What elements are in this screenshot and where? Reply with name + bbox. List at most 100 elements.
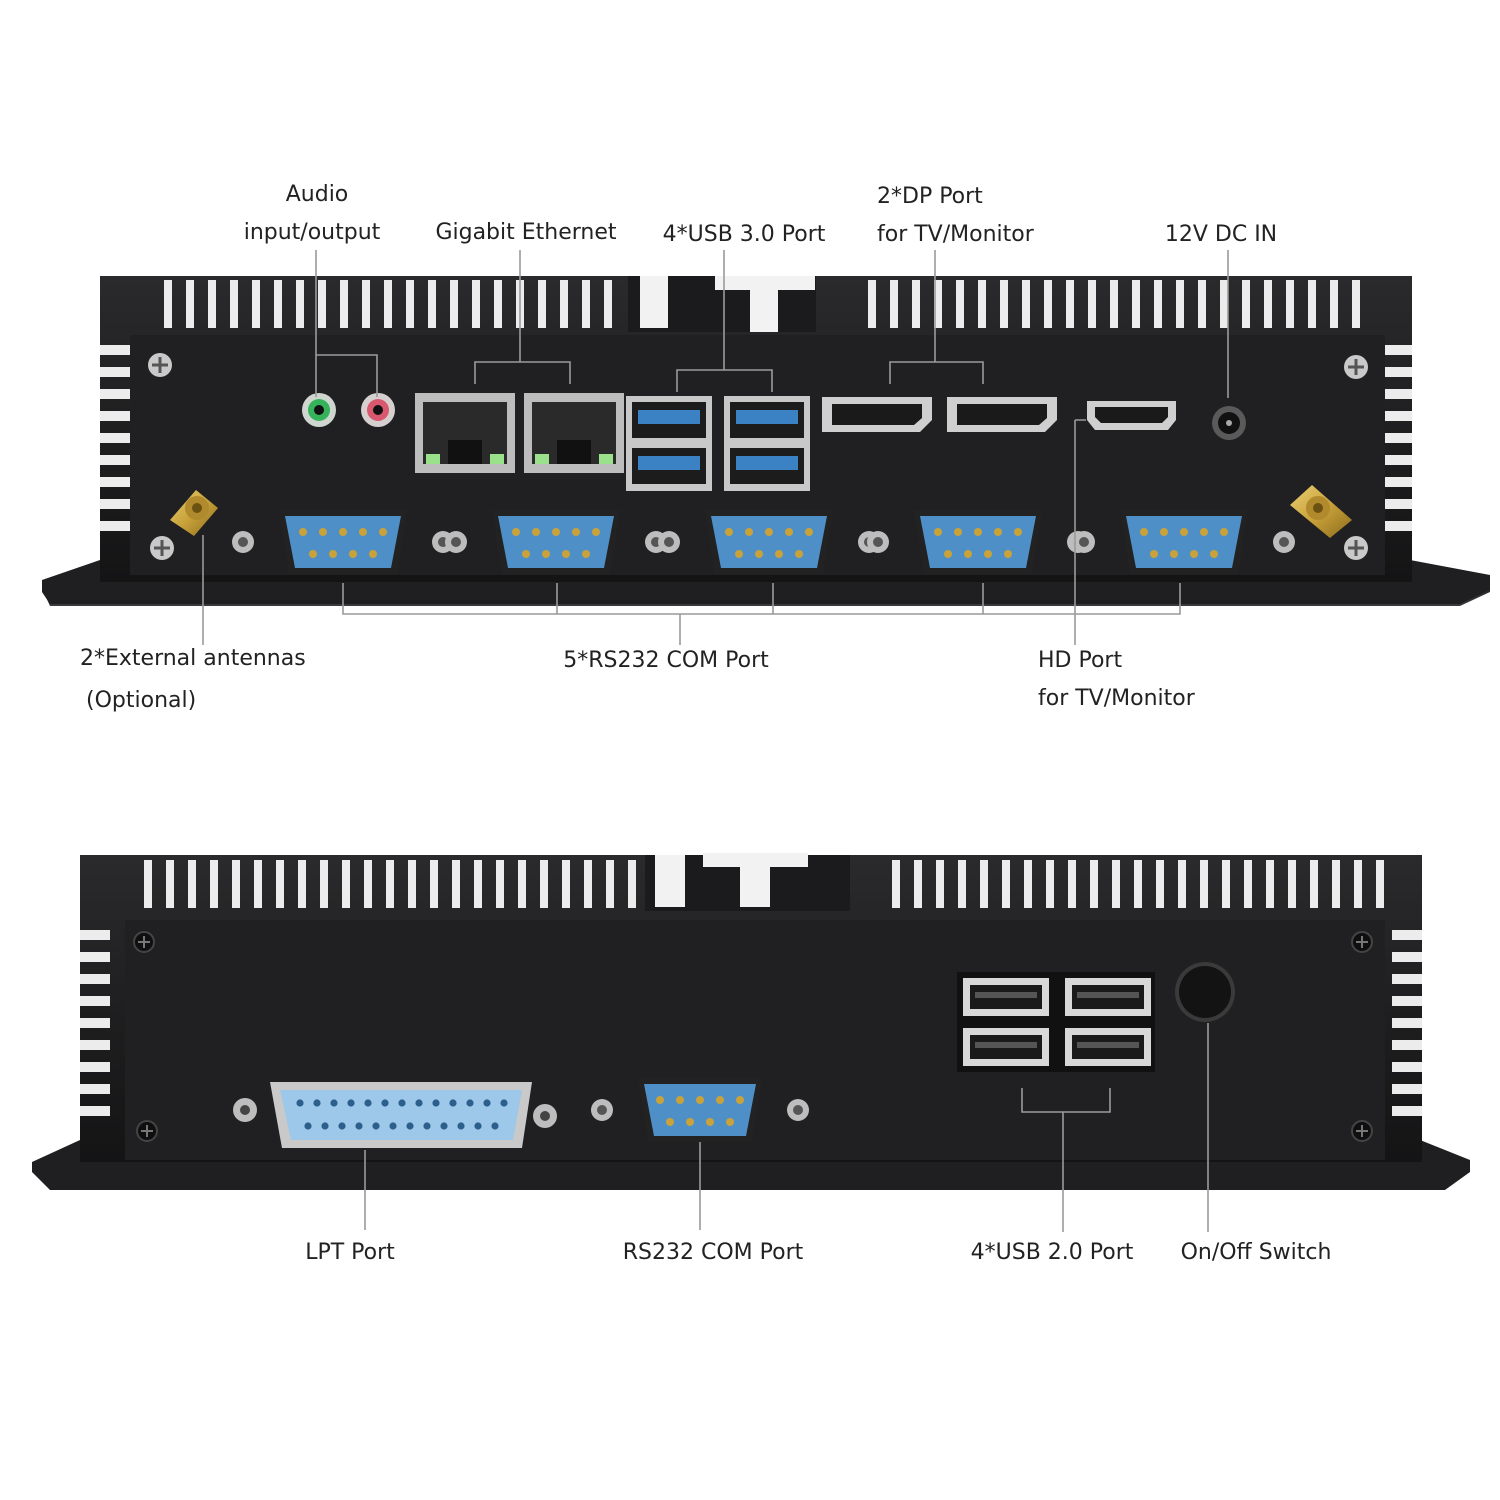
db9-pin	[706, 1118, 714, 1126]
fin-gap	[298, 860, 306, 908]
fin-gap	[562, 860, 570, 908]
db9-pin	[735, 550, 743, 558]
side-fin-gap	[80, 1040, 110, 1050]
label-ethernet: Gigabit Ethernet	[435, 220, 616, 245]
side-fin-gap	[1382, 521, 1412, 531]
fin-gap	[406, 280, 414, 328]
rear-leader-lines	[364, 1023, 1209, 1232]
fin-gap	[252, 280, 260, 328]
dp-port-2	[947, 397, 1057, 432]
lpt-pin	[457, 1122, 465, 1130]
db9-pin	[309, 550, 317, 558]
usb3-port-stack-1	[626, 396, 712, 491]
fin-gap	[1156, 860, 1164, 908]
fin-gap	[538, 280, 546, 328]
label-antennas-line1: 2*External antennas	[80, 646, 306, 671]
db9-pin	[1014, 528, 1022, 536]
rear-screw-bottom-left	[136, 1120, 158, 1142]
db9-port-front-4	[867, 510, 1089, 574]
fin-gap	[494, 280, 502, 328]
label-dp-line1: 2*DP Port	[877, 184, 983, 209]
lpt-pin	[381, 1099, 389, 1107]
db9-face	[498, 516, 614, 568]
fin-gap	[1132, 280, 1140, 328]
lpt-pin	[338, 1122, 346, 1130]
db9-port-front-1	[232, 510, 454, 574]
fin-gap	[956, 280, 964, 328]
dp-port-1	[822, 397, 932, 432]
db9-pin	[359, 528, 367, 536]
fin-gap	[386, 860, 394, 908]
hex-nut-hole	[1079, 537, 1089, 547]
side-fin-gap	[100, 411, 130, 421]
front-screw-top-left	[148, 353, 172, 377]
fin-gap	[958, 860, 966, 908]
fin-gap	[450, 280, 458, 328]
fin-gap	[978, 280, 986, 328]
side-fin-gap	[100, 345, 130, 355]
hex-nut-hole	[597, 1105, 607, 1115]
db9-pin	[686, 1118, 694, 1126]
side-fin-gap	[1392, 974, 1422, 984]
db9-pin	[716, 1096, 724, 1104]
lpt-pin	[296, 1099, 304, 1107]
rear-screw-bottom-right	[1351, 1120, 1373, 1142]
db9-pin	[369, 550, 377, 558]
side-fin-gap	[1392, 1018, 1422, 1028]
fin-gap	[254, 860, 262, 908]
lpt-pin	[466, 1099, 474, 1107]
db9-pin	[1180, 528, 1188, 536]
usb2-port-block	[957, 972, 1155, 1072]
side-fin-gap	[80, 974, 110, 984]
db9-pin	[522, 550, 530, 558]
side-fin-gap	[1382, 389, 1412, 399]
side-fin-gap	[1392, 1084, 1422, 1094]
fin-gap	[1244, 860, 1252, 908]
db9-pin	[1200, 528, 1208, 536]
label-power: On/Off Switch	[1181, 1240, 1332, 1265]
side-fin-gap	[80, 1018, 110, 1028]
side-fin-gap	[1392, 1062, 1422, 1072]
db9-pin	[795, 550, 803, 558]
db9-pin	[532, 528, 540, 536]
lpt-pin	[491, 1122, 499, 1130]
fin-gap	[362, 280, 370, 328]
db9-pin	[755, 550, 763, 558]
fin-gap	[1288, 860, 1296, 908]
fin-gap	[1090, 860, 1098, 908]
front-panel	[42, 276, 1490, 606]
fin-gap	[1110, 280, 1118, 328]
front-side-fins	[100, 345, 1412, 531]
fin-gap	[1264, 280, 1272, 328]
fin-gap	[1376, 860, 1384, 908]
usb3-port-stack-2	[724, 396, 810, 491]
db9-pin	[775, 550, 783, 558]
rear-com-port	[591, 1078, 809, 1142]
fin-gap	[890, 280, 898, 328]
label-antennas-line2: (Optional)	[86, 688, 196, 713]
fin-gap	[408, 860, 416, 908]
label-audio-line2: input/output	[244, 220, 381, 245]
db9-pin	[379, 528, 387, 536]
front-center-notch	[628, 276, 816, 332]
side-fin-gap	[100, 455, 130, 465]
fin-gap	[1310, 860, 1318, 908]
label-usb3: 4*USB 3.0 Port	[663, 222, 826, 247]
fin-gap	[428, 280, 436, 328]
fin-gap	[1046, 860, 1054, 908]
fin-gap	[604, 280, 612, 328]
fin-gap	[1134, 860, 1142, 908]
db9-port-rear	[591, 1078, 809, 1142]
lpt-pin	[330, 1099, 338, 1107]
label-audio-line1: Audio	[286, 182, 349, 207]
hex-nut-hole	[1279, 537, 1289, 547]
fin-gap	[1068, 860, 1076, 908]
fin-gap	[1112, 860, 1120, 908]
hd-port	[1087, 401, 1176, 430]
side-fin-gap	[100, 433, 130, 443]
side-fin-gap	[1382, 411, 1412, 421]
db9-pin	[984, 550, 992, 558]
side-fin-gap	[1392, 1040, 1422, 1050]
db9-pin	[562, 550, 570, 558]
